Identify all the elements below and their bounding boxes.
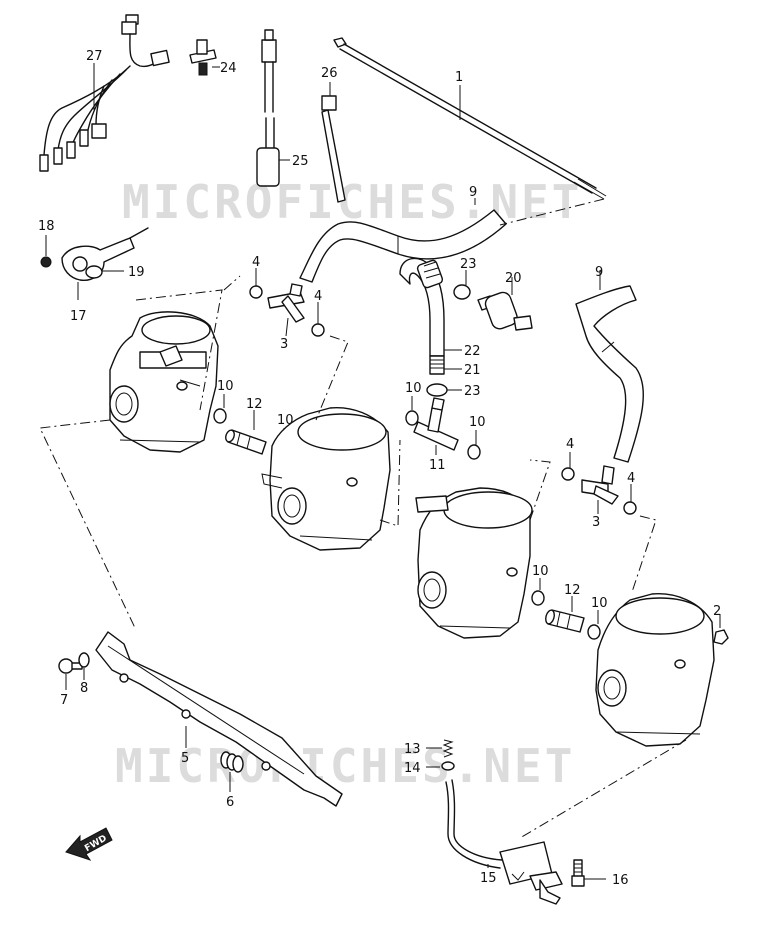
part-13-spring (426, 739, 454, 758)
part-12-pipe-left (225, 410, 267, 455)
callout-10-c: 10 (405, 381, 422, 396)
part-18-screw (40, 235, 52, 268)
part-15-cable (445, 779, 563, 905)
assembly-lines (39, 275, 687, 839)
watermark-top: MICROFICHES.NET (122, 175, 582, 229)
part-10-o-rings (213, 394, 601, 640)
part-1-rod (333, 37, 607, 200)
part-17-throttle-sensor (61, 227, 149, 300)
part-6-spring (220, 751, 244, 792)
callout-23-upper: 23 (460, 257, 477, 272)
callout-27: 27 (86, 49, 103, 64)
callout-14: 14 (404, 761, 421, 776)
fwd-arrow-icon: FWD (65, 827, 113, 861)
callout-25: 25 (292, 154, 309, 169)
callout-16: 16 (612, 873, 629, 888)
callout-4-d: 4 (627, 471, 635, 486)
callout-12-left: 12 (246, 397, 263, 412)
callout-6: 6 (226, 795, 234, 810)
callout-9-upper: 9 (469, 185, 477, 200)
callout-15: 15 (480, 871, 497, 886)
callout-12-right: 12 (564, 583, 581, 598)
part-5-bracket (95, 631, 343, 807)
part-12-pipe-right (545, 596, 585, 633)
part-11-t-fitting (413, 397, 459, 455)
callout-21: 21 (464, 363, 481, 378)
callout-4-a: 4 (252, 255, 260, 270)
part-3-fitting-left (267, 283, 305, 337)
part-2-nut (713, 614, 729, 645)
part-27-wire-harness (39, 14, 170, 172)
callout-24: 24 (220, 61, 237, 76)
callout-1: 1 (455, 70, 463, 85)
part-8-washer (78, 652, 90, 680)
callout-20: 20 (505, 271, 522, 286)
callout-10-e: 10 (532, 564, 549, 579)
callout-23-lower: 23 (464, 384, 481, 399)
callout-26: 26 (321, 66, 338, 81)
carburetor-1 (109, 311, 219, 453)
callout-4-c: 4 (566, 437, 574, 452)
part-16-bolt (571, 859, 606, 887)
callout-18: 18 (38, 219, 55, 234)
callout-9-right: 9 (595, 265, 603, 280)
callout-22: 22 (464, 344, 481, 359)
callout-7: 7 (60, 693, 68, 708)
callout-10-b: 10 (277, 413, 294, 428)
callout-17: 17 (70, 309, 87, 324)
part-24-sensor (189, 39, 220, 76)
callout-labels: 1 2 3 3 4 4 4 4 5 6 7 8 9 9 10 10 10 10 … (38, 49, 721, 888)
callout-19: 19 (128, 265, 145, 280)
part-20-valve (477, 277, 533, 331)
callout-10-f: 10 (591, 596, 608, 611)
callout-11: 11 (429, 458, 446, 473)
carburetor-3 (415, 487, 533, 639)
part-25-connector (256, 29, 290, 187)
callout-3-right: 3 (592, 515, 600, 530)
part-9-hose-upper (299, 198, 605, 283)
part-14-washer (426, 761, 455, 771)
callout-5: 5 (181, 751, 189, 766)
callout-2: 2 (713, 604, 721, 619)
part-7-screw (58, 658, 83, 690)
part-4-o-rings (249, 268, 637, 515)
part-23-clamp-upper (453, 270, 471, 300)
callout-10-d: 10 (469, 415, 486, 430)
part-26-cable-tie (321, 82, 346, 203)
callout-10-a: 10 (217, 379, 234, 394)
callout-3-left: 3 (280, 337, 288, 352)
carburetor-2 (261, 407, 391, 551)
part-22-hose (399, 257, 462, 375)
callout-4-b: 4 (314, 289, 322, 304)
part-3-fitting-right (581, 465, 619, 514)
callout-8: 8 (80, 681, 88, 696)
part-23-clamp-lower (426, 383, 462, 397)
part-19-o-ring (85, 265, 124, 279)
watermark-bottom: MICROFICHES.NET (115, 739, 575, 793)
part-9-hose-right (575, 270, 645, 463)
carburetor-4 (595, 593, 715, 747)
callout-13: 13 (404, 742, 421, 757)
